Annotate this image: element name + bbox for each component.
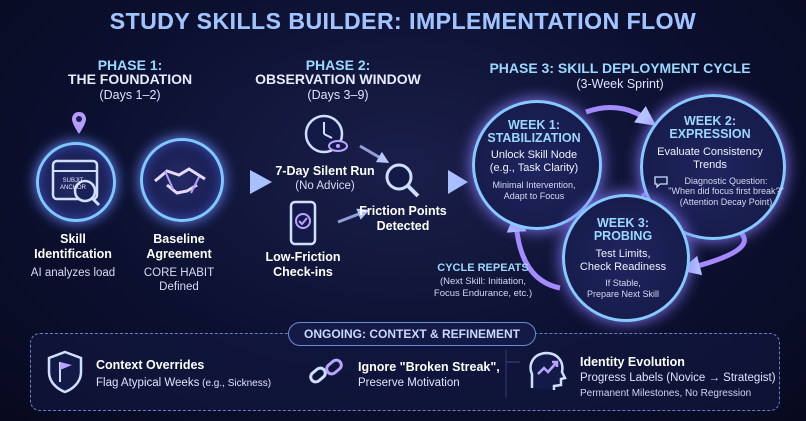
calendar-icon-text: SUBJIT ANCHOR: [59, 178, 86, 191]
week3-body-line2: Check Readiness: [579, 261, 667, 273]
week1-node: [472, 100, 602, 230]
cycle-repeats-line2: Focus Endurance, etc.): [433, 288, 533, 299]
week1-body-line2: (e.g., Task Clarity): [489, 162, 579, 174]
clock-eye-icon: [302, 112, 350, 158]
week3-node: [562, 194, 690, 322]
phase1-days: (Days 1–2): [99, 88, 161, 102]
checkins-title-line1: Low-Friction: [265, 250, 341, 264]
week1-title-line1: WEEK 1:: [507, 118, 561, 132]
week3-title-line2: PROBING: [593, 229, 653, 243]
checkins-title-line2: Check-ins: [273, 265, 333, 279]
step2-desc-line2: Defined: [159, 281, 199, 293]
week2-body-line2: Trends: [693, 159, 727, 171]
location-pin-icon: [72, 112, 86, 136]
silent-run-sub: (No Advice): [295, 180, 355, 192]
step1-title-line2: Identification: [34, 247, 112, 261]
handshake-icon: [140, 138, 224, 222]
friction-title-line2: Detected: [376, 219, 430, 233]
cycle-repeats-line1: (Next Skill: Initiation,: [439, 276, 527, 287]
context-overrides-title: Context Overrides: [96, 358, 205, 372]
broken-streak-title: Ignore "Broken Streak",: [358, 360, 500, 374]
phase3-title: PHASE 3: SKILL DEPLOYMENT CYCLE: [489, 60, 751, 76]
phase2-name: OBSERVATION WINDOW: [255, 71, 421, 87]
step2-title-line1: Baseline: [153, 232, 205, 246]
broken-streak-desc: Preserve Motivation: [358, 377, 460, 389]
context-overrides-desc-main: Flag Atypical Weeks: [96, 377, 200, 389]
shield-flag-icon: [46, 350, 84, 394]
week1-body-line1: Unlock Skill Node: [490, 149, 578, 161]
ongoing-label: ONGOING: CONTEXT & REFINEMENT: [288, 322, 536, 346]
magnifier-icon: [382, 160, 422, 200]
phase1-name: THE FOUNDATION: [67, 71, 193, 87]
phone-check-icon: [288, 200, 318, 246]
week2-title-line1: WEEK 2:: [683, 114, 737, 128]
identity-evolution-desc: Progress Labels (Novice → Strategist): [580, 372, 776, 384]
phase3-sub: (3-Week Sprint): [576, 77, 664, 91]
week2-title-line2: EXPRESSION: [669, 127, 751, 141]
identity-evolution-title: Identity Evolution: [580, 355, 685, 369]
step2-desc-line1: CORE HABIT: [143, 267, 215, 279]
week2-question-line2: "When did focus first break?": [668, 186, 784, 196]
step1-desc: AI analyzes load: [30, 267, 116, 279]
week1-title-line2: STABILIZATION: [487, 131, 581, 145]
step1-title-line1: Skill: [60, 232, 86, 246]
context-overrides-desc-small: (e.g., Sickness): [199, 378, 272, 389]
step2-title-line2: Agreement: [146, 247, 212, 261]
week3-title-line1: WEEK 3:: [596, 216, 650, 230]
identity-evolution-small: Permanent Milestones, No Regression: [580, 388, 752, 399]
page-title: STUDY SKILLS BUILDER: IMPLEMENTATION FLO…: [0, 8, 806, 35]
friction-title-line1: Friction Points: [359, 204, 447, 218]
phase2-label: PHASE 2:: [305, 57, 371, 73]
cycle-repeats-title: CYCLE REPEATS: [437, 262, 529, 274]
head-growth-icon: [524, 348, 568, 392]
phase2-days: (Days 3–9): [307, 88, 369, 102]
week3-small-line2: Prepare Next Skill: [586, 289, 660, 299]
chat-bubble-icon: [654, 175, 668, 189]
silent-run-title: 7-Day Silent Run: [275, 164, 375, 178]
context-overrides-desc: Flag Atypical Weeks (e.g., Sickness): [96, 377, 306, 389]
week2-question-line3: (Attention Decay Point): [679, 197, 773, 207]
phase1-label: PHASE 1:: [97, 57, 163, 73]
broken-chain-icon: [306, 352, 346, 392]
week2-question-line1: Diagnostic Question:: [684, 176, 768, 186]
week1-small-line2: Adapt to Focus: [503, 191, 565, 201]
week1-small-line1: Minimal Intervention,: [492, 180, 576, 190]
week2-body-line1: Evaluate Consistency: [657, 146, 763, 158]
calendar-search-icon: SUBJIT ANCHOR: [36, 142, 116, 222]
week3-body-line1: Test Limits,: [595, 248, 651, 260]
week3-small-line1: If Stable,: [605, 278, 641, 288]
